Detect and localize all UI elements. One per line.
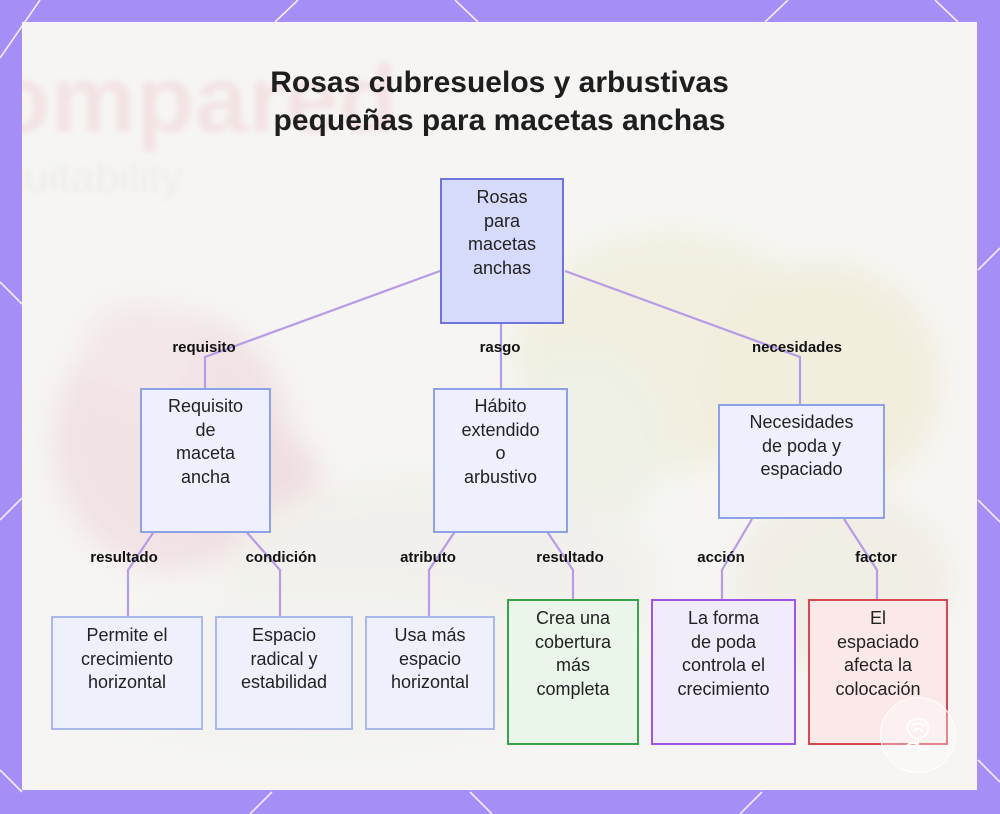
node-permite-crecimiento: Permite el crecimiento horizontal (51, 616, 203, 730)
edge-habito-usa (427, 526, 459, 616)
edge-requisito-permite (126, 526, 158, 616)
title-line-1: Rosas cubresuelos y arbustivas (270, 66, 729, 99)
rose-icon (906, 718, 930, 754)
edge-label-accion: acción (697, 549, 745, 566)
edge-label-resultado-2: resultado (536, 549, 604, 566)
rose-logo (880, 697, 956, 773)
node-forma-poda: La forma de poda controla el crecimiento (651, 599, 796, 745)
edge-label-factor: factor (855, 549, 897, 566)
node-espacio-radical: Espacio radical y estabilidad (215, 616, 353, 730)
edge-label-condicion: condición (245, 549, 317, 566)
node-usa-mas-espacio: Usa más espacio horizontal (365, 616, 495, 730)
svg-text:suitability: suitability (22, 153, 183, 202)
connector-edges (126, 269, 879, 616)
node-requisito-maceta-ancha: Requisito de maceta ancha (140, 388, 271, 533)
edge-label-atributo: atributo (400, 549, 456, 566)
edge-root-requisito (203, 269, 441, 388)
edge-necesidades-forma (720, 518, 753, 599)
node-habito-extendido: Hábito extendido o arbustivo (433, 388, 568, 533)
edge-label-rasgo: rasgo (479, 339, 521, 356)
node-crea-cobertura: Crea una cobertura más completa (507, 599, 639, 745)
edge-habito-crea (543, 526, 575, 599)
diagram-panel: ompared suitability Rosas cubresuelos y … (22, 22, 977, 790)
edge-root-necesidades (564, 269, 802, 404)
node-necesidades-poda: Necesidades de poda y espaciado (718, 404, 885, 519)
edge-label-requisito: requisito (172, 339, 236, 356)
edge-label-necesidades: necesidades (751, 339, 843, 356)
edge-necesidades-espaciado (843, 518, 879, 599)
diagram-title: Rosas cubresuelos y arbustivas pequeñas … (22, 64, 977, 140)
node-rosas-para-macetas-anchas: Rosas para macetas anchas (440, 178, 564, 324)
edge-label-resultado-1: resultado (90, 549, 158, 566)
svg-text:ompared: ompared (22, 46, 397, 153)
title-line-2: pequeñas para macetas anchas (273, 104, 726, 137)
node-espaciado-colocacion: El espaciado afecta la colocación (808, 599, 948, 745)
edge-requisito-espacio (241, 526, 282, 616)
